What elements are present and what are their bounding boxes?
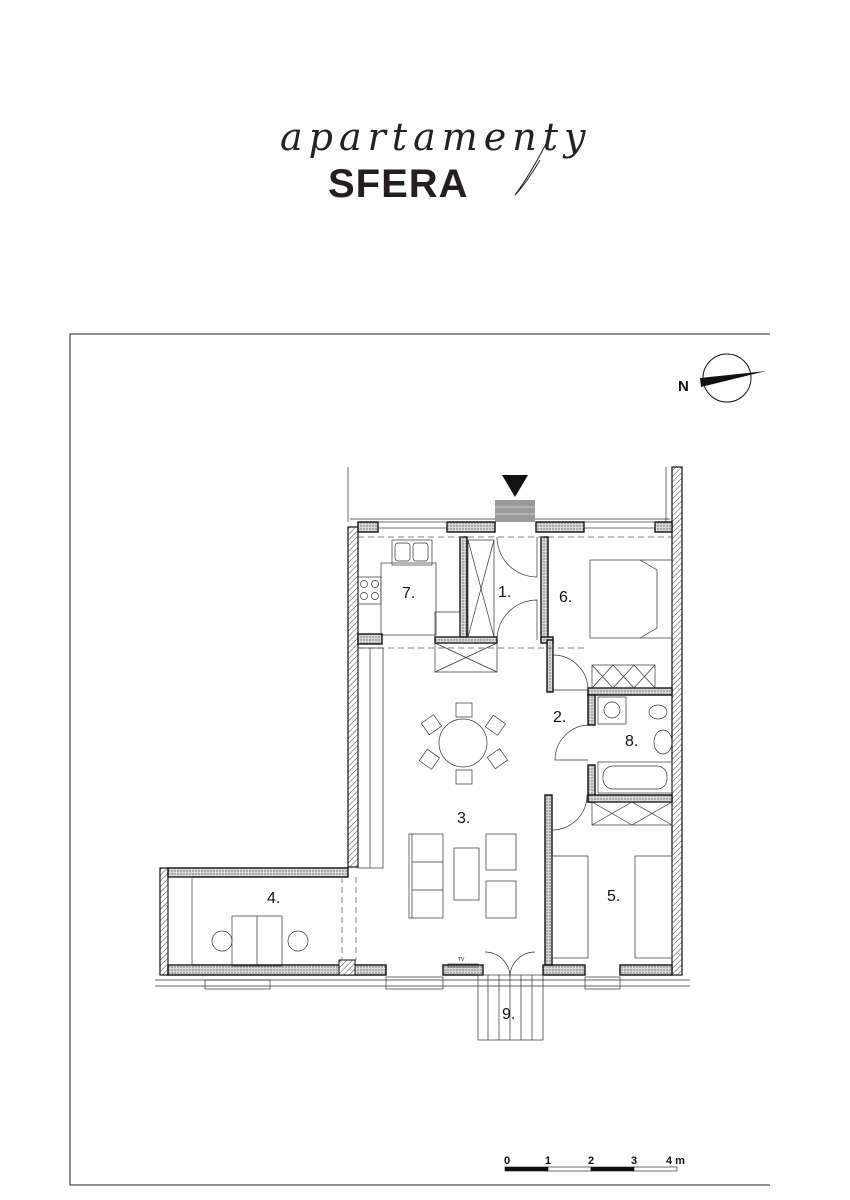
sheet-frame [69, 333, 770, 1186]
scale-label-1: 1 [545, 1155, 551, 1167]
room-label-6: 6. [559, 589, 572, 606]
north-label: N [678, 378, 689, 395]
compass: N [678, 353, 766, 403]
room-label-1: 1. [498, 584, 511, 601]
logo: apartamenty SFERA [280, 115, 591, 206]
windows [204, 521, 656, 990]
scale-label-3: 3 [631, 1155, 637, 1167]
dining-table [438, 718, 488, 768]
entrance-arrow-icon [502, 475, 528, 497]
double-bed [589, 559, 673, 639]
coffee-table [453, 847, 480, 901]
entrance-stair [495, 500, 535, 522]
living-furniture: TV [408, 833, 517, 968]
sofa [408, 833, 444, 919]
scale-label-4: 4 m [666, 1155, 685, 1167]
north-arrow-icon [700, 371, 766, 387]
bathtub [597, 761, 673, 794]
inner-walls [357, 536, 673, 966]
room-labels: 1. 2. 3. 4. 5. 6. 7. 8. 9. [267, 584, 638, 1023]
tv-label: TV [458, 957, 465, 963]
logo-swash [514, 139, 549, 196]
bathroom-fixtures [597, 696, 673, 794]
doors [484, 536, 589, 978]
bedroom-5-furniture [551, 801, 673, 959]
room-label-5: 5. [607, 888, 620, 905]
logo-name-text: SFERA [328, 162, 469, 206]
room-label-9: 9. [502, 1006, 515, 1023]
balcony-furniture [167, 876, 309, 967]
room-label-8: 8. [625, 733, 638, 750]
dining-set [418, 702, 509, 785]
scale-label-0: 0 [504, 1155, 510, 1167]
openings [341, 536, 672, 960]
room-label-4: 4. [267, 890, 280, 907]
room-label-7: 7. [402, 585, 415, 602]
garden-stairs [477, 974, 544, 1041]
kitchen-furniture [357, 539, 498, 869]
bedroom-6-furniture [589, 559, 673, 689]
scale-label-2: 2 [588, 1155, 594, 1167]
entrance [495, 475, 535, 522]
exterior-lines [155, 467, 690, 987]
room-label-3: 3. [457, 810, 470, 827]
room-label-2: 2. [553, 709, 566, 726]
scale-bar: 0 1 2 3 4 m [504, 1155, 685, 1172]
logo-script-text: apartamenty [280, 115, 591, 159]
